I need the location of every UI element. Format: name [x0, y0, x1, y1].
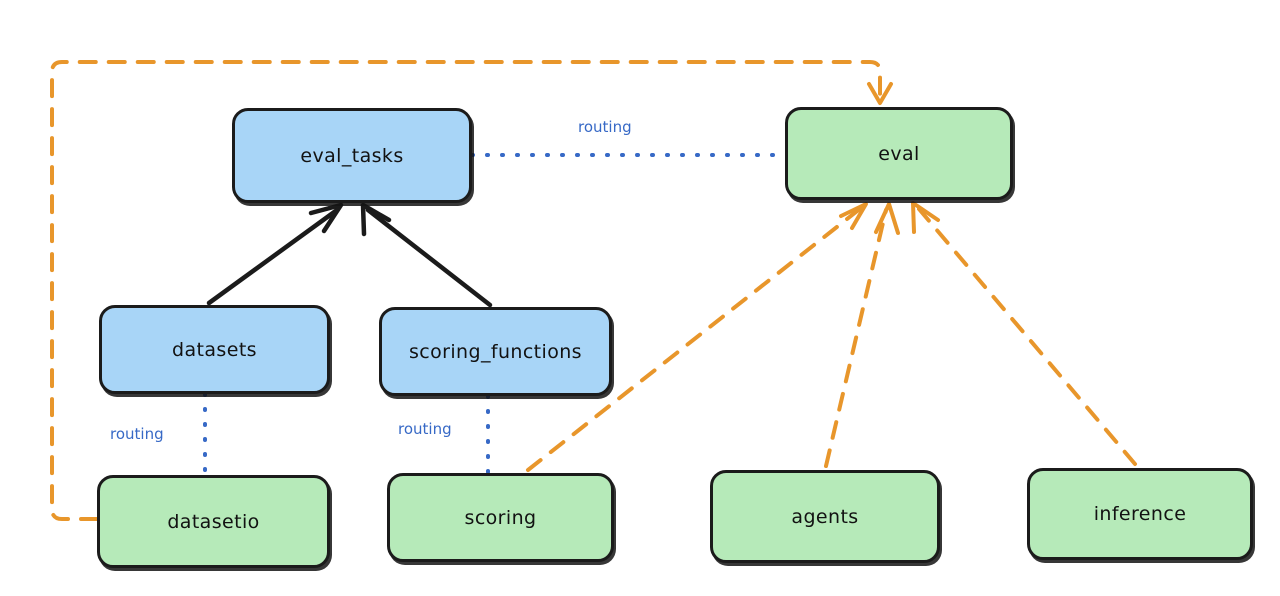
edge-datasets-eval_tasks — [206, 202, 344, 306]
node-label-datasetio: datasetio — [167, 510, 260, 533]
edge-label-routing-datasets: routing — [110, 425, 164, 443]
node-scoring[interactable]: scoring — [387, 473, 614, 562]
edge-label-routing-eval-tasks: routing — [578, 118, 632, 136]
edge-label-routing-scoring-functions: routing — [398, 420, 452, 438]
edge-scoring-eval — [526, 202, 868, 472]
edge-datasetio-eval — [50, 60, 893, 521]
node-label-datasets: datasets — [172, 338, 257, 361]
node-agents[interactable]: agents — [710, 470, 940, 563]
node-label-eval-tasks: eval_tasks — [300, 144, 404, 167]
edge-inference-eval — [911, 201, 1137, 466]
node-datasetio[interactable]: datasetio — [97, 475, 330, 568]
node-label-scoring-functions: scoring_functions — [409, 340, 582, 363]
edge-scoring_functions-eval_tasks — [360, 202, 493, 308]
node-eval[interactable]: eval — [785, 107, 1013, 200]
node-datasets[interactable]: datasets — [99, 305, 330, 394]
edge-agents-eval — [824, 202, 900, 468]
node-label-agents: agents — [791, 505, 859, 528]
node-label-eval: eval — [878, 142, 920, 165]
node-label-inference: inference — [1093, 503, 1187, 525]
node-label-scoring: scoring — [464, 506, 537, 529]
node-eval-tasks[interactable]: eval_tasks — [232, 108, 472, 203]
node-inference[interactable]: inference — [1027, 468, 1253, 560]
node-scoring-functions[interactable]: scoring_functions — [379, 307, 612, 396]
